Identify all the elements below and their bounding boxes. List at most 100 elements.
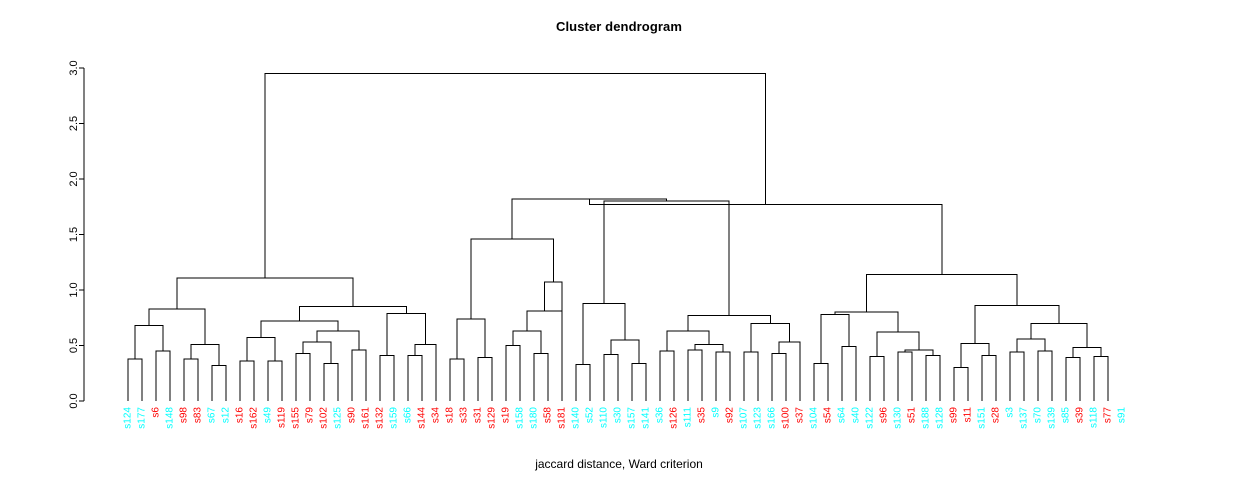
leaf-label: s11	[963, 407, 974, 423]
leaf-label: s33	[459, 407, 470, 424]
leaf-label: s18	[445, 407, 456, 424]
leaf-label: s66	[403, 407, 414, 424]
dendrogram-branch	[260, 320, 339, 338]
leaf-label: s16	[235, 407, 246, 424]
dendrogram-branch	[386, 312, 426, 356]
leaf-label: s31	[473, 407, 484, 424]
dendrogram-branch	[239, 360, 255, 401]
leaf-label: s96	[879, 407, 890, 424]
dendrogram-branch	[603, 353, 619, 401]
dendrogram-branch	[904, 349, 934, 356]
leaf-label: s49	[263, 407, 274, 424]
dendrogram-branch	[246, 337, 276, 362]
dendrogram-branch	[687, 349, 703, 401]
leaf-label: s40	[851, 407, 862, 424]
dendrogram-branch	[694, 343, 724, 353]
leaf-label: s161	[361, 407, 372, 429]
dendrogram-branch	[449, 358, 465, 401]
dendrogram-branch	[1093, 356, 1109, 401]
leaf-label: s12	[221, 407, 232, 424]
leaf-label: s188	[921, 407, 932, 429]
dendrogram-branch	[190, 343, 220, 366]
leaf-label: s141	[641, 407, 652, 429]
leaf-label: s64	[837, 407, 848, 424]
leaf-label: s83	[193, 407, 204, 424]
leaf-label: s91	[1117, 407, 1128, 424]
dendrogram-branch	[127, 358, 143, 401]
y-axis: 0.00.51.01.52.02.53.0	[68, 60, 85, 409]
dendrogram-branch	[841, 346, 857, 401]
dendrogram-branch	[610, 339, 640, 364]
leaf-label: s92	[725, 407, 736, 424]
dendrogram-branch	[869, 356, 885, 401]
leaf-label: s39	[1075, 407, 1086, 424]
leaf-label: s36	[655, 407, 666, 424]
dendrogram-branch	[302, 341, 332, 364]
dendrogram-branch	[211, 364, 227, 401]
leaf-label: s126	[669, 407, 680, 429]
leaf-label: s159	[389, 407, 400, 429]
dendrogram-branch	[575, 363, 591, 401]
dendrogram-branch	[323, 362, 339, 401]
leaf-label: s37	[795, 407, 806, 424]
dendrogram-branch	[1037, 350, 1053, 401]
leaf-label: s157	[627, 407, 638, 429]
leaf-label: s155	[291, 407, 302, 429]
leaf-label: s19	[501, 407, 512, 424]
dendrogram-branch	[1030, 322, 1088, 348]
dendrogram-branch	[183, 358, 199, 401]
leaf-label: s77	[1103, 407, 1114, 424]
dendrogram-branch	[603, 200, 730, 316]
dendrogram-branch	[470, 238, 554, 319]
leaf-label: s30	[613, 407, 624, 424]
leaf-label: s125	[333, 407, 344, 429]
dendrogram-branch	[1016, 338, 1046, 353]
leaf-label: s51	[907, 407, 918, 424]
dendrogram-branch	[414, 343, 437, 401]
leaf-label: s166	[767, 407, 778, 429]
y-tick-label: 0.0	[68, 393, 80, 408]
leaf-label: s85	[1061, 407, 1072, 424]
leaf-label: s129	[487, 407, 498, 429]
y-tick-label: 2.0	[68, 171, 80, 186]
dendrogram-branch	[379, 354, 395, 401]
page-title: Cluster dendrogram	[555, 19, 683, 34]
dendrogram-branch	[588, 198, 943, 275]
dendrogram-branch	[264, 73, 767, 278]
leaf-label: s137	[1019, 407, 1030, 429]
dendrogram-branch	[316, 330, 360, 350]
leaf-label: s151	[977, 407, 988, 429]
x-axis-caption: jaccard distance, Ward criterion	[535, 457, 703, 471]
leaf-label: s144	[417, 407, 428, 429]
y-tick-label: 2.5	[68, 116, 80, 131]
dendrogram-branch	[512, 330, 542, 354]
dendrogram-branches	[127, 73, 1109, 401]
dendrogram-branch	[477, 357, 493, 401]
leaf-label: s98	[179, 407, 190, 424]
dendrogram-branch	[750, 322, 790, 353]
dendrogram-branch	[407, 354, 423, 401]
leaf-label: s132	[375, 407, 386, 429]
dendrogram-branch	[267, 360, 283, 401]
dendrogram-branch	[813, 362, 829, 401]
dendrogram-branch	[505, 345, 521, 401]
leaf-label: s54	[823, 407, 834, 424]
leaf-label: s34	[431, 407, 442, 424]
dendrogram-branch	[631, 362, 647, 401]
dendrogram-branch	[778, 341, 801, 401]
dendrogram-branch	[771, 352, 787, 401]
leaf-label: s100	[781, 407, 792, 429]
y-tick-label: 1.5	[68, 227, 80, 242]
leaf-label: s139	[1047, 407, 1058, 429]
leaf-label: s79	[305, 407, 316, 424]
dendrogram-branch	[743, 351, 759, 401]
dendrogram-branch	[351, 349, 367, 401]
dendrogram-branch	[148, 308, 206, 345]
leaf-label: s180	[529, 407, 540, 429]
leaf-label: s118	[1089, 407, 1100, 428]
leaf-label: s107	[739, 407, 750, 429]
dendrogram-branch	[834, 311, 899, 333]
